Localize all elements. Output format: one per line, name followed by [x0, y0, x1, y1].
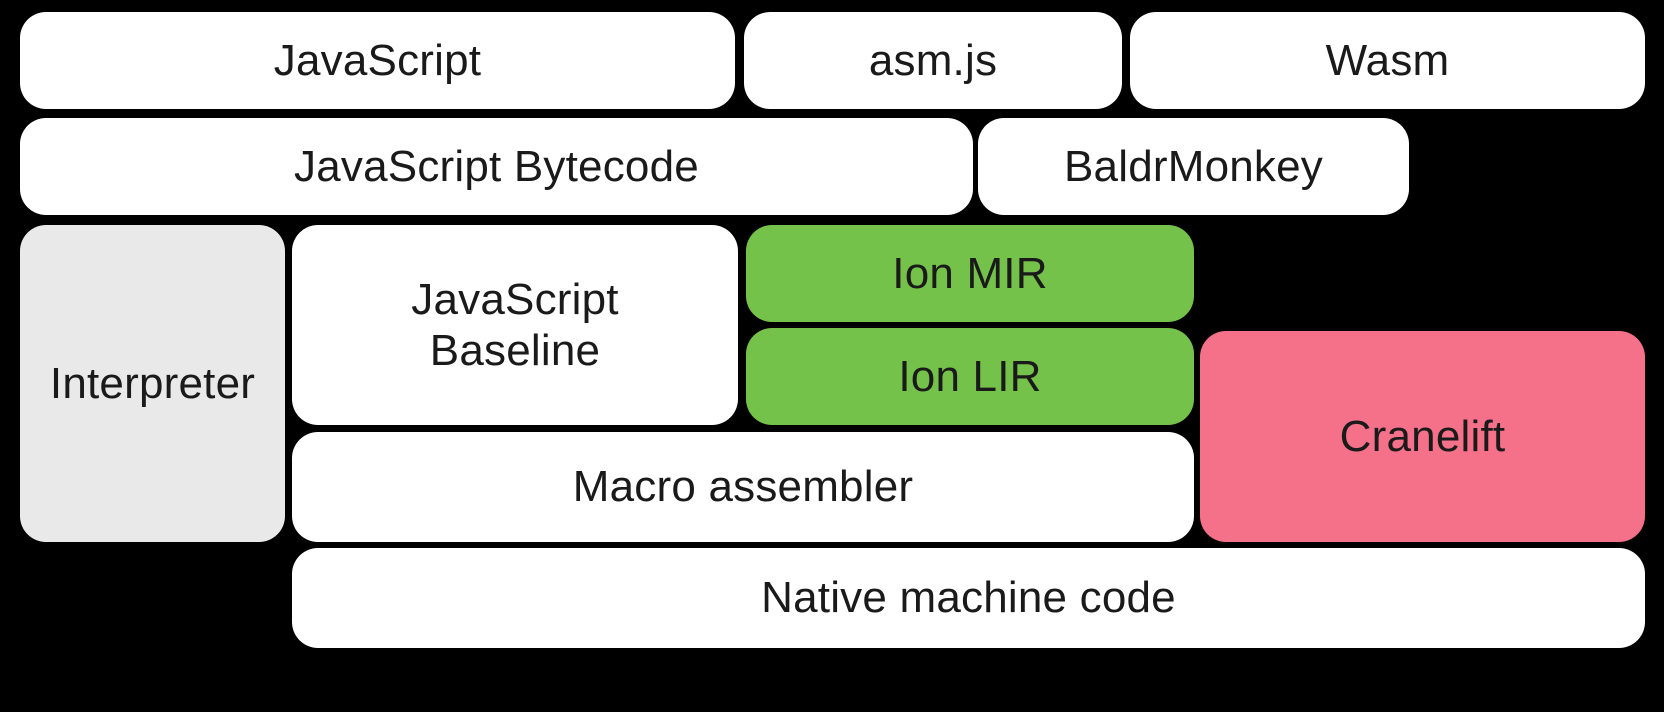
- node-native-machine-code: Native machine code: [292, 548, 1645, 648]
- node-baldrmonkey: BaldrMonkey: [978, 118, 1409, 215]
- node-interpreter: Interpreter: [20, 225, 285, 542]
- node-ion-lir: Ion LIR: [746, 328, 1194, 425]
- node-asm-js: asm.js: [744, 12, 1122, 109]
- node-javascript-bytecode: JavaScript Bytecode: [20, 118, 973, 215]
- node-wasm: Wasm: [1130, 12, 1645, 109]
- node-cranelift: Cranelift: [1200, 331, 1645, 542]
- node-macro-assembler: Macro assembler: [292, 432, 1194, 542]
- node-javascript-baseline: JavaScript Baseline: [292, 225, 738, 425]
- node-ion-mir: Ion MIR: [746, 225, 1194, 322]
- node-javascript: JavaScript: [20, 12, 735, 109]
